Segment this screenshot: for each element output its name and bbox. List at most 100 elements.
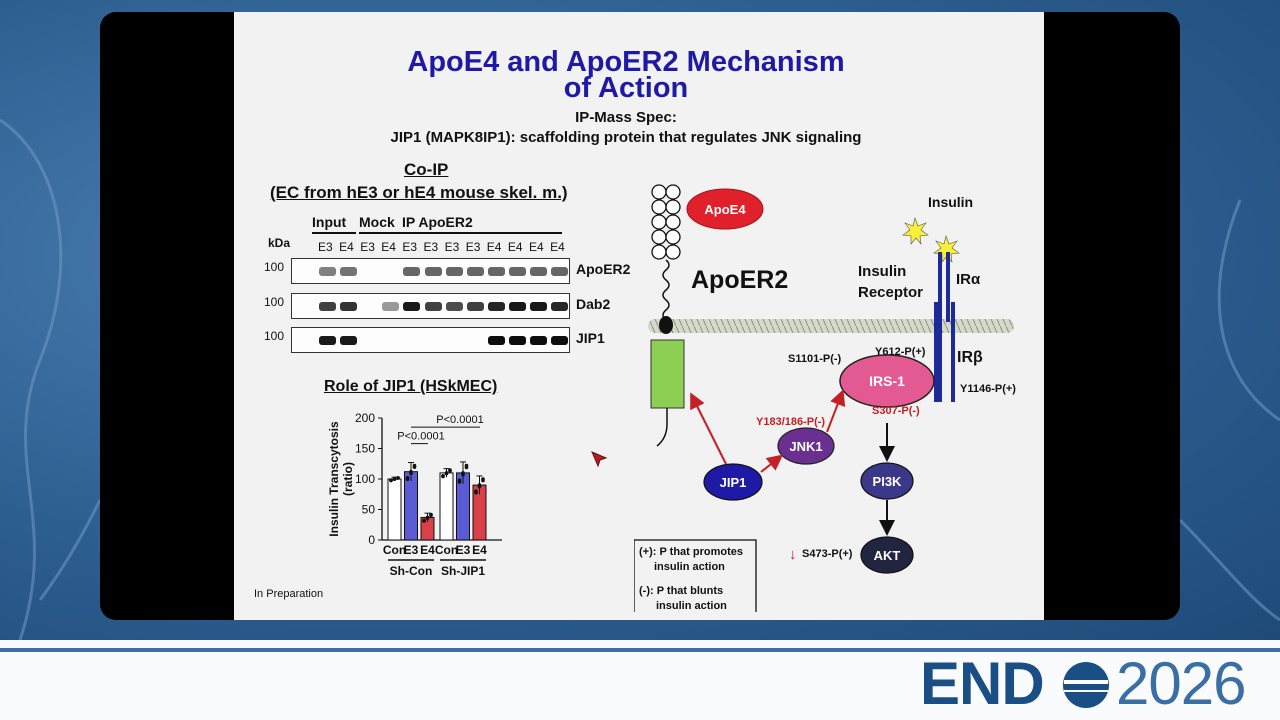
blot-band [403, 302, 421, 311]
blot-band [530, 336, 547, 345]
apoe4-label: ApoE4 [704, 202, 746, 217]
pathway-diagram: ApoE4 ApoER2 Insulin Insulin Receptor IR… [634, 184, 1016, 612]
logo-year: 2026 [1116, 650, 1246, 717]
data-point [477, 483, 482, 487]
coip-lane-label: E3 [465, 240, 481, 254]
legend-line1: (+): P that promotes [639, 546, 743, 558]
s307-label: S307-P(-) [872, 405, 920, 417]
insulin-label: Insulin [928, 194, 973, 210]
insulin-receptor-label-2: Receptor [858, 284, 923, 301]
blot-band [508, 302, 526, 311]
data-point [441, 473, 445, 478]
group-label: Sh-JIP1 [441, 564, 485, 578]
data-point [425, 515, 430, 520]
x-tick-label: E3 [404, 543, 419, 557]
endo-logo: END 2026 [920, 654, 1270, 714]
bar [404, 471, 418, 541]
mouse-cursor-icon [591, 451, 608, 468]
coip-marker-label: 100 [264, 329, 285, 343]
coip-lane-label: E4 [507, 240, 523, 254]
coip-lane-label: E4 [550, 240, 565, 254]
apoer2-tail [656, 408, 668, 447]
x-tick-label: Con [435, 543, 458, 557]
y-tick-label: 50 [362, 503, 376, 517]
blot-band [445, 302, 463, 311]
data-point [457, 478, 462, 483]
data-point [396, 475, 400, 480]
data-point [389, 478, 393, 483]
blot-band [424, 302, 442, 311]
coip-lane-label: E3 [318, 240, 333, 254]
coip-marker-label: 100 [264, 295, 285, 309]
blot-band [403, 267, 421, 276]
blot-band [466, 302, 484, 311]
s473-label: S473-P(+) [802, 548, 853, 560]
blot-protein-label: Dab2 [576, 296, 611, 312]
jip1-node [703, 463, 763, 501]
jnk1-node [777, 427, 835, 465]
kda-label: kDa [268, 236, 291, 250]
blot-band [487, 302, 505, 311]
blot-band [319, 336, 336, 345]
apoer2-stalk [662, 259, 670, 332]
x-tick-label: E4 [420, 543, 435, 557]
footer-rule [0, 648, 1280, 652]
y-tick-label: 150 [355, 442, 375, 456]
data-point [474, 489, 478, 493]
down-arrow-icon: ↓ [789, 546, 797, 563]
insulin-star-1 [902, 216, 929, 245]
akt-label: AKT [874, 548, 901, 563]
apoer2-cytoplasmic-domain [650, 339, 685, 409]
background-vessels [0, 118, 1280, 640]
coip-lane-label: E4 [529, 240, 544, 254]
logo-globe-icon [1063, 662, 1109, 708]
insulin-receptor-label-1: Insulin [858, 263, 906, 280]
apoer2-label: ApoER2 [691, 266, 788, 294]
group-label: Sh-Con [390, 564, 433, 578]
p-value-label: P<0.0001 [397, 431, 444, 443]
jnk1-label: JNK1 [789, 439, 822, 454]
apoer2-anchor [659, 316, 673, 334]
logo-text: END [920, 650, 1045, 717]
data-point [409, 469, 413, 474]
coip-lane-label: E4 [486, 240, 502, 254]
blot-band [487, 267, 505, 276]
bar [439, 472, 454, 541]
pi3k-node [860, 462, 914, 500]
arrow-jnk1-irs1 [826, 389, 846, 433]
x-tick-label: Con [383, 543, 406, 557]
apoe4-node [686, 188, 764, 230]
data-point [412, 463, 417, 468]
coip-lane-label: E3 [402, 240, 418, 254]
blot-band [530, 302, 547, 311]
data-point [422, 518, 426, 523]
blot-band [487, 336, 505, 345]
jip1-label: JIP1 [720, 475, 747, 490]
blot-band [466, 267, 484, 276]
irs1-label: IRS-1 [869, 373, 905, 389]
blot-band [508, 267, 526, 276]
ir-beta-label: IRβ [957, 349, 983, 366]
data-point [429, 512, 433, 517]
akt-node [860, 536, 914, 574]
blot-band [340, 267, 358, 276]
coip-title: Co-IP [404, 160, 449, 179]
chart-title: Role of JIP1 (HSkMEC) [324, 378, 498, 395]
coip-group-underline [359, 232, 403, 234]
data-point [461, 471, 465, 475]
blot-band [340, 302, 358, 311]
legend-line2: insulin action [654, 561, 725, 573]
coip-group-underline [312, 232, 356, 234]
y-tick-label: 0 [368, 533, 375, 547]
coip-subtitle: (EC from hE3 or hE4 mouse skel. m.) [270, 183, 568, 202]
blot-band [319, 267, 336, 276]
y-tick-label: 200 [355, 411, 375, 425]
x-tick-label: E4 [472, 543, 487, 557]
arrow-jip1-apoer2 [690, 392, 727, 465]
coip-marker-label: 100 [264, 260, 285, 274]
blot-band [551, 302, 569, 311]
blot-band [424, 267, 442, 276]
blot-band [445, 267, 463, 276]
presentation-slide: ApoE4 and ApoER2 Mechanism of Action IP-… [234, 12, 1044, 620]
